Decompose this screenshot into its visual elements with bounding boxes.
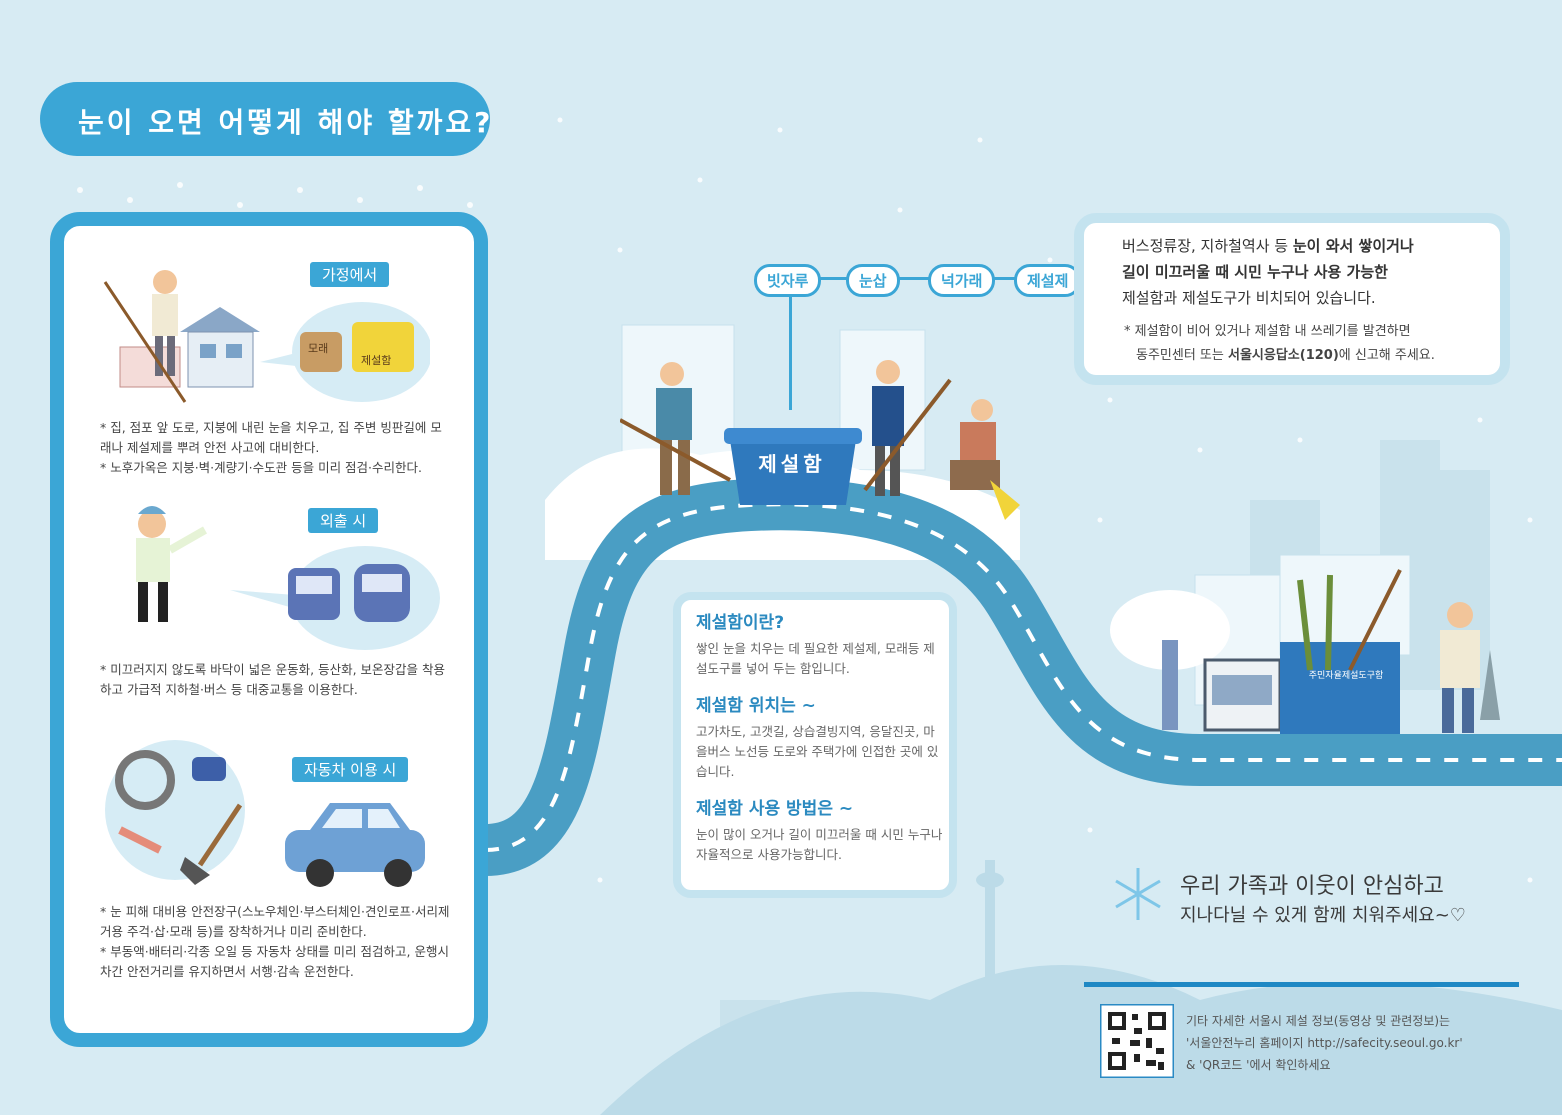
footer-text: 기타 자세한 서울시 제설 정보(동영상 및 관련정보)는 '서울안전누리 홈페… xyxy=(1186,1010,1463,1076)
page-title: 눈이 오면 어떻게 해야 할까요? xyxy=(78,106,494,139)
footer-line1: 기타 자세한 서울시 제설 정보(동영상 및 관련정보)는 xyxy=(1186,1014,1451,1028)
snowbox-info-panel xyxy=(673,592,957,898)
home-bullets: * 집, 점포 앞 도로, 지붕에 내린 눈을 치우고, 집 주변 빙판길에 모… xyxy=(100,418,450,478)
q-how-to-use: 제설함 사용 방법은 ~ xyxy=(696,799,854,819)
tower-silhouette xyxy=(985,860,995,1010)
label-connector xyxy=(789,290,792,410)
q-what-is: 제설함이란? xyxy=(696,613,785,633)
car-illustration xyxy=(105,740,425,887)
tow-rope-icon xyxy=(192,757,226,781)
a-what-is: 쌓인 눈을 치우는 데 필요한 제설제, 모래등 제설도구를 넣어 두는 함입니… xyxy=(696,641,935,676)
outdoor-bullet: * 미끄러지지 않도록 바닥이 넓은 운동화, 등산화, 보온장갑을 착용하고 … xyxy=(100,662,445,697)
tool-label-snow-pusher: 넉가래 xyxy=(928,264,996,297)
snowbox-info-content: 제설함이란? 쌓인 눈을 치우는 데 필요한 제설제, 모래등 제설도구를 넣어… xyxy=(696,608,946,865)
home-illustration xyxy=(103,270,430,403)
car-bullets: * 눈 피해 대비용 안전장구(스노우체인·부스터체인·견인로프·서리제거용 주… xyxy=(100,902,450,982)
info-note2a: 동주민센터 또는 xyxy=(1136,348,1228,363)
info-line3: 제설함과 제설도구가 비치되어 있습니다. xyxy=(1122,289,1376,307)
snowflake-icon xyxy=(1115,868,1161,920)
q-location: 제설함 위치는 ~ xyxy=(696,696,816,716)
qr-code-icon[interactable] xyxy=(1100,1004,1174,1078)
car-tag: 자동차 이용 시 xyxy=(292,757,409,782)
sand-bag-icon xyxy=(300,332,342,372)
subway-icon xyxy=(354,564,410,622)
info-line1: 버스정류장, 지하철역사 등 xyxy=(1122,237,1293,255)
info-note2b: 에 신고해 주세요. xyxy=(1338,348,1435,363)
snow-chain-icon xyxy=(115,750,175,810)
slogan-line1: 우리 가족과 이웃이 안심하고 xyxy=(1180,874,1444,899)
home-tag: 가정에서 xyxy=(310,262,390,287)
home-bullet: * 집, 점포 앞 도로, 지붕에 내린 눈을 치우고, 집 주변 빙판길에 모… xyxy=(100,420,442,455)
shovel-icon xyxy=(197,803,243,867)
info-note1: * 제설함이 비어 있거나 제설함 내 쓰레기를 발견하면 xyxy=(1124,324,1411,339)
tool-box-scene xyxy=(1110,569,1500,734)
tool-box-icon xyxy=(1280,642,1400,734)
tool-box-label: 주민자율제설도구함 xyxy=(1308,671,1384,681)
info-box xyxy=(1074,213,1510,385)
footer-line3: & 'QR코드 '에서 확인하세요 xyxy=(1186,1058,1331,1072)
title-banner xyxy=(40,82,490,156)
tool-label-broom: 빗자루 xyxy=(754,264,822,297)
road-center-line xyxy=(484,502,1562,852)
car-bullet: * 부동액·배터리·각종 오일 등 자동차 상태를 미리 점검하고, 운행시 차… xyxy=(100,944,449,979)
car-bullet: * 눈 피해 대비용 안전장구(스노우체인·부스터체인·견인로프·서리제거용 주… xyxy=(100,904,450,939)
tool-label-shovel: 눈삽 xyxy=(846,264,900,297)
info-line1-bold: 눈이 와서 쌓이거나 xyxy=(1292,237,1414,255)
snowy-tree-icon xyxy=(1110,590,1230,670)
sand-label: 모래 xyxy=(308,342,329,355)
box-label: 제설함 xyxy=(361,354,392,367)
outdoor-illustration xyxy=(136,506,440,650)
snow-box-icon xyxy=(352,322,414,372)
footer-divider xyxy=(1084,982,1519,987)
footer-line2[interactable]: '서울안전누리 홈페이지 http://safecity.seoul.go.kr… xyxy=(1186,1036,1463,1050)
ice-scraper-icon xyxy=(118,826,162,854)
home-bullet: * 노후가옥은 지붕·벽·계량기·수도관 등을 미리 점검·수리한다. xyxy=(100,460,422,475)
tool-label-deicer: 제설제 xyxy=(1014,264,1082,297)
a-how-to-use: 눈이 많이 오거나 길이 미끄러울 때 시민 누구나 자율적으로 사용가능합니다… xyxy=(696,827,943,862)
snow-removal-scene xyxy=(620,360,1020,520)
snow-box-main-icon xyxy=(730,440,856,505)
outdoor-bullets: * 미끄러지지 않도록 바닥이 넓은 운동화, 등산화, 보온장갑을 착용하고 … xyxy=(100,660,450,700)
info-text: 버스정류장, 지하철역사 등 눈이 와서 쌓이거나 길이 미끄러울 때 시민 누… xyxy=(1122,233,1414,311)
info-note2-bold: 서울시응답소(120) xyxy=(1228,348,1339,363)
outdoor-tag: 외출 시 xyxy=(308,508,379,533)
snowbox-label: 제설함 xyxy=(758,452,826,476)
slogan-line2: 지나다닐 수 있게 함께 치워주세요~♡ xyxy=(1180,905,1466,926)
info-note: * 제설함이 비어 있거나 제설함 내 쓰레기를 발견하면 동주민센터 또는 서… xyxy=(1124,320,1435,368)
info-line2-bold: 길이 미끄러울 때 시민 누구나 사용 가능한 xyxy=(1122,263,1388,281)
a-location: 고가차도, 고갯길, 상습결빙지역, 응달진곳, 마을버스 노선등 도로와 주택… xyxy=(696,724,939,779)
